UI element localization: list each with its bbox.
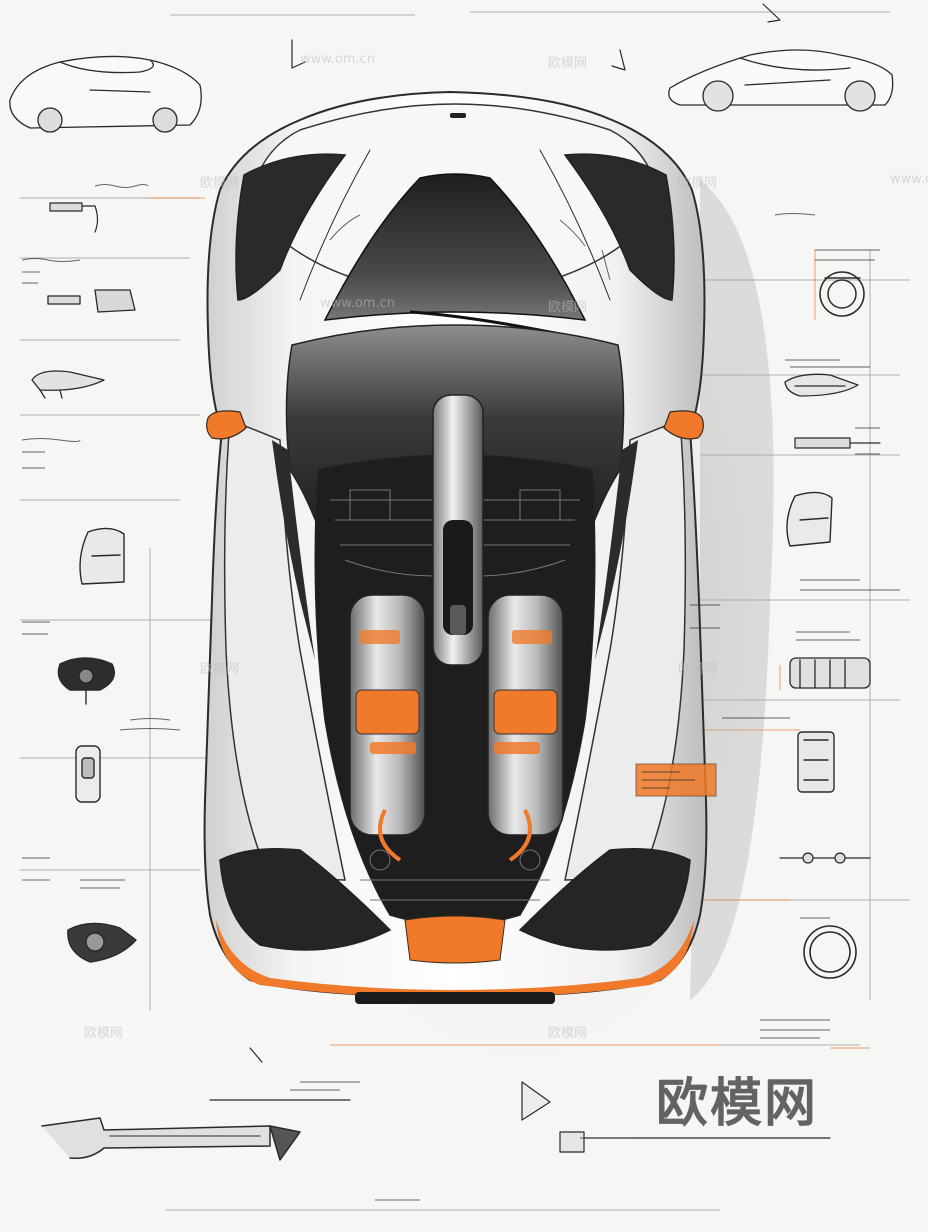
- suspension-part-sketch: [794, 437, 881, 449]
- watermark-logo: 欧模网: [656, 1074, 819, 1134]
- mirror-left: [206, 410, 247, 440]
- scribble-annotations: [21, 184, 900, 1201]
- headlamp-sketch: [784, 373, 859, 397]
- windshield: [323, 173, 587, 321]
- side-profile-car-sketch-left: [9, 55, 202, 133]
- seat-sketch-left: [79, 527, 125, 585]
- watermark-repeat: 欧模网: [678, 662, 718, 677]
- watermark-repeat: 欧模网: [200, 176, 240, 191]
- watermark-repeat: 欧模网: [200, 662, 240, 677]
- suspension-arm-sketch: [41, 1117, 301, 1161]
- brake-disc-sketch: [797, 731, 835, 793]
- rear-diffuser-left: [219, 848, 392, 951]
- side-profile-car-sketch-right: [668, 49, 894, 112]
- wheel-ring-sketch: [803, 925, 857, 979]
- tail-lamp-sketch: [31, 370, 105, 399]
- car-top-view: [203, 90, 708, 1004]
- mirror-sketch-left: [75, 745, 101, 803]
- gauge-sketch: [49, 202, 99, 233]
- watermark-repeat: www.om.cn: [890, 172, 928, 187]
- side-intake-left: [272, 440, 315, 660]
- cylinder-bank-left: [349, 594, 426, 862]
- watermark-repeat: 欧模网: [548, 56, 588, 71]
- rear-diffuser-right: [518, 848, 691, 951]
- watermark-repeat: www.om.cn: [300, 52, 375, 67]
- watermark-repeat: www.om.cn: [320, 296, 395, 311]
- engine-block-sketch: [789, 657, 871, 689]
- cylinder-bank-right: [487, 594, 564, 862]
- watermark-repeat: 欧模网: [678, 176, 718, 191]
- turbo-unit-sketch: [57, 657, 115, 705]
- linkage-sketch: [779, 852, 871, 864]
- watermark-repeat: 欧模网: [84, 1026, 124, 1041]
- watermark-repeat: 欧模网: [548, 300, 588, 315]
- tool-parts-sketch: [47, 289, 136, 313]
- nose-badge: [450, 113, 466, 118]
- rear-center-exhaust: [404, 915, 506, 964]
- watermark-repeat: 欧模网: [548, 1026, 588, 1041]
- wheel-rim-sketch: [819, 271, 865, 317]
- mirror-right: [663, 410, 704, 440]
- exhaust-unit-sketch: [67, 922, 137, 963]
- rear-splitter: [355, 992, 555, 1004]
- front-vent-right: [563, 153, 675, 301]
- front-vent-left: [235, 153, 347, 301]
- seat-sketch-right: [786, 491, 833, 547]
- side-intake-right: [595, 440, 638, 660]
